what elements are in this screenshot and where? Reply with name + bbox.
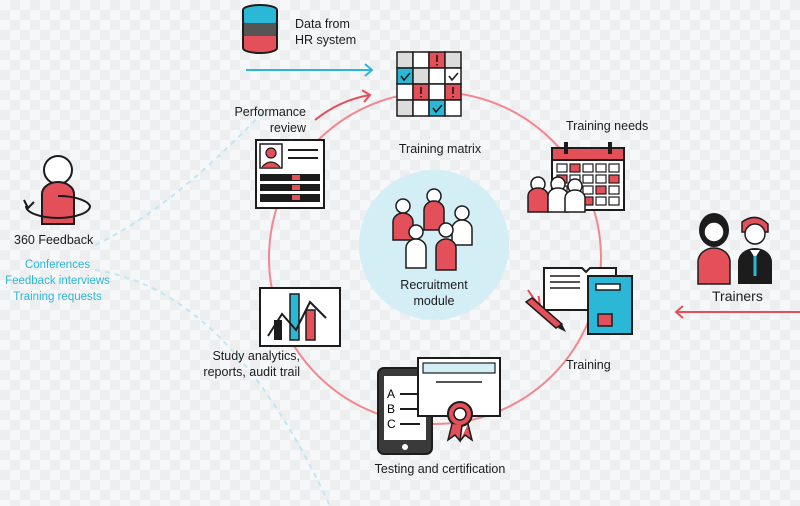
calendar-day	[608, 196, 620, 206]
feedback-item[interactable]: Conferences	[24, 259, 91, 271]
feedback-item[interactable]: Feedback interviews	[5, 275, 110, 287]
recruitment-people-icon	[392, 188, 473, 271]
training-book-icon	[524, 267, 633, 335]
review-to-matrix-arrow	[314, 89, 372, 121]
matrix-cell	[396, 51, 414, 69]
database-icon	[242, 4, 278, 54]
training-matrix-label[interactable]: Training matrix	[398, 142, 482, 156]
study-analytics-label[interactable]: Study analytics, reports, audit trail	[203, 349, 300, 379]
performance-review-label[interactable]: Performance review	[234, 105, 306, 135]
feedback-connectors	[94, 109, 331, 506]
training-matrix-icon	[396, 51, 462, 117]
performance-review-icon	[255, 139, 325, 209]
feedback-360-label[interactable]: 360 Feedback	[14, 233, 94, 247]
certificate-icon	[417, 357, 501, 443]
matrix-cell	[428, 99, 446, 117]
matrix-cell	[396, 99, 414, 117]
training-needs-label[interactable]: Training needs	[566, 119, 649, 133]
matrix-cell	[428, 67, 446, 85]
calendar-day	[595, 174, 607, 184]
calendar-day	[608, 185, 620, 195]
calendar-day	[608, 174, 620, 184]
calendar-day	[582, 174, 594, 184]
matrix-cell	[444, 51, 462, 69]
recruitment-module-label[interactable]: Recruitment module	[400, 278, 468, 308]
analytics-chart-icon	[259, 287, 341, 347]
calendar-day	[595, 185, 607, 195]
matrix-cell	[428, 83, 446, 101]
matrix-cell	[396, 83, 414, 101]
hr-data-label: Data from HR system	[295, 17, 357, 47]
training-label[interactable]: Training	[566, 358, 611, 372]
matrix-cell	[412, 67, 430, 85]
calendar-day	[582, 163, 594, 173]
quiz-option-a: A	[387, 387, 395, 401]
quiz-option-c: C	[387, 417, 396, 431]
matrix-cell	[444, 67, 462, 85]
feedback-item[interactable]: Training requests	[13, 291, 102, 303]
calendar-day	[569, 163, 581, 173]
testing-certification-label[interactable]: Testing and certification	[374, 462, 506, 476]
matrix-cell	[412, 51, 430, 69]
feedback-items-list: Conferences Feedback interviews Training…	[0, 257, 115, 305]
check-icon	[448, 72, 459, 82]
calendar-day	[582, 185, 594, 195]
trainers-icon	[697, 213, 772, 285]
calendar-day	[595, 196, 607, 206]
check-icon	[400, 72, 411, 82]
calendar-day	[608, 163, 620, 173]
trainers-label[interactable]: Trainers	[712, 288, 763, 304]
matrix-cell	[412, 99, 430, 117]
person-360-icon	[23, 155, 92, 225]
training-needs-people-icon	[527, 176, 586, 213]
calendar-day	[556, 163, 568, 173]
quiz-option-b: B	[387, 402, 395, 416]
calendar-day	[595, 163, 607, 173]
matrix-cell	[444, 99, 462, 117]
check-icon	[432, 104, 443, 114]
matrix-cell	[396, 67, 414, 85]
